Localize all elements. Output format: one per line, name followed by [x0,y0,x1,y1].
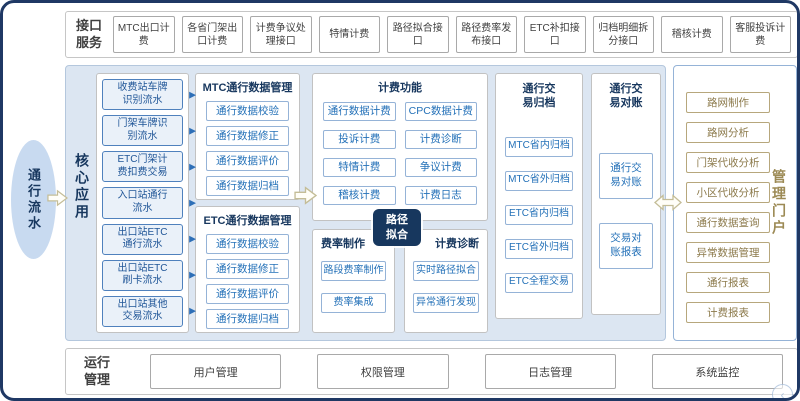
flow-source-item: 出口站其他交易流水 ▶ [102,295,196,327]
archive-item: MTC省内归档 [505,136,573,157]
portal-item: 通行报表 [686,272,770,293]
group-title: 费率制作 [321,238,365,250]
operations-panel: 运行管理 用户管理 权限管理 日志管理 系统监控 [65,348,797,395]
right-arrow-icon: ▶ [189,161,196,172]
etc-data-management-group: ETC通行数据管理 通行数据校验 通行数据修正 通行数据评价 通行数据归档 [195,206,300,333]
flow-source-item: 出口站ETC刷卡流水 ▶ [102,259,196,291]
flow-source-label: ETC门架计费扣费交易 [117,154,168,178]
portal-item: 小区代收分析 [686,182,770,203]
operations-label: 运行管理 [83,354,110,387]
etc-data-item: 通行数据修正 [206,259,289,280]
core-portal-sync-arrow-icon [654,194,682,211]
flow-source-label: 出口站ETC通行流水 [117,226,168,251]
group-title: 通行交易归档 [522,83,556,110]
portal-item: 异常数据管理 [686,242,770,263]
billing-diagnosis-group: 计费诊断 实时路径拟合 异常通行发现 [404,229,488,333]
back-chevron-watermark-icon: ‹ [772,384,793,398]
group-title: 计费功能 [378,82,422,94]
reconcile-item: 交易对账报表 [599,222,653,269]
etc-data-item: 通行数据归档 [206,309,289,330]
billing-item: 计费日志 [404,186,477,206]
flow-source-item: 门架车牌识别流水 ▶ [102,115,196,147]
interface-service-item: ETC补扣接口 [524,16,586,53]
interface-service-item: 各省门架出口计费 [181,16,243,53]
archive-item: ETC省内归档 [505,204,573,225]
flow-source-label: 出口站ETC刷卡流水 [117,262,168,287]
transaction-archive-group: 通行交易归档 MTC省内归档 MTC省外归档 ETC省内归档 ETC省外归档 E… [495,73,583,319]
billing-item: 争议计费 [404,158,477,178]
portal-item: 路网分析 [686,122,770,143]
interface-service-item: 特情计费 [318,16,380,53]
billing-item: 投诉计费 [323,130,396,150]
group-title: MTC通行数据管理 [202,82,293,94]
operations-item: 系统监控 [651,354,783,389]
flow-source-item: 收费站车牌识别流水 ▶ [102,79,196,111]
right-arrow-icon: ▶ [189,197,196,208]
interface-service-item: 路径费率发布接口 [455,16,517,53]
billing-item: 通行数据计费 [323,102,396,122]
billing-item: 稽核计费 [323,186,396,206]
operations-item: 权限管理 [317,354,449,389]
flow-source-item: 入口站通行流水 ▶ [102,187,196,219]
mtc-data-item: 通行数据校验 [206,101,289,122]
archive-item: ETC省外归档 [505,238,573,259]
right-arrow-icon: ▶ [189,269,196,280]
core-apps-label: 核心应用 [74,153,90,221]
group-title: 计费诊断 [435,238,479,250]
mtc-data-item: 通行数据归档 [206,176,289,197]
group-title: 通行交易对账 [609,83,643,110]
path-fitting-badge: 路径拟合 [373,209,421,246]
portal-item: 通行数据查询 [686,212,770,233]
flow-source-item: ETC门架计费扣费交易 ▶ [102,151,196,183]
traffic-flow-label: 通行流水 [26,167,41,232]
billing-functions-group: 计费功能 通行数据计费 CPC数据计费 投诉计费 计费诊断 特情计费 争议计费 … [312,73,488,221]
portal-item: 门架代收分析 [686,152,770,173]
interface-service-item: 路径拟合接口 [387,16,449,53]
billing-item: 计费诊断 [404,130,477,150]
interface-services-panel: 接口服务 MTC出口计费 各省门架出口计费 计费争议处理接口 特情计费 路径拟合… [65,11,797,58]
portal-item: 计费报表 [686,302,770,323]
reconcile-item: 通行交易对账 [599,152,653,199]
transaction-reconcile-group: 通行交易对账 通行交易对账 交易对账报表 [591,73,661,315]
interface-service-item: MTC出口计费 [113,16,175,53]
rate-item: 路段费率制作 [321,261,386,282]
flow-source-item: 出口站ETC通行流水 ▶ [102,223,196,255]
right-arrow-icon: ▶ [189,233,196,244]
operations-item: 日志管理 [484,354,616,389]
portal-item: 路网制作 [686,92,770,113]
flow-sources-group: 收费站车牌识别流水 ▶ 门架车牌识别流水 ▶ ETC门架计费扣费交易 ▶ 入口站通行流… [96,73,196,333]
management-portal-panel: 路网制作 路网分析 门架代收分析 小区代收分析 通行数据查询 异常数据管理 通行… [673,65,797,341]
operations-item: 用户管理 [150,354,282,389]
billing-item: CPC数据计费 [404,102,477,122]
flow-source-label: 出口站其他交易流水 [117,298,168,323]
interface-service-item: 稽核计费 [661,16,723,53]
group-title: ETC通行数据管理 [203,215,292,227]
right-arrow-icon: ▶ [189,88,196,99]
management-portal-label: 管理门户 [771,169,787,237]
mtc-data-item: 通行数据修正 [206,126,289,147]
diagnosis-item: 实时路径拟合 [413,261,479,282]
archive-item: MTC省外归档 [505,170,573,191]
interface-service-item: 客服投诉计费 [729,16,791,53]
rate-item: 费率集成 [321,293,386,314]
etc-data-item: 通行数据校验 [206,234,289,255]
flow-source-label: 门架车牌识别流水 [117,118,168,142]
flow-source-label: 收费站车牌识别流水 [117,82,168,106]
flow-into-core-arrow-icon [47,189,68,207]
interface-services-label: 接口服务 [75,17,102,50]
billing-item: 特情计费 [323,158,396,178]
right-arrow-icon: ▶ [189,125,196,136]
interface-service-item: 计费争议处理接口 [250,16,312,53]
mtc-data-item: 通行数据评价 [206,151,289,172]
right-arrow-icon: ▶ [189,305,196,316]
archive-item: ETC全程交易 [505,272,573,293]
etc-data-item: 通行数据评价 [206,284,289,305]
interface-service-item: 归档明细拆分接口 [592,16,654,53]
data-to-billing-arrow-icon [294,186,317,205]
rate-making-group: 费率制作 路段费率制作 费率集成 [312,229,395,333]
mtc-data-management-group: MTC通行数据管理 通行数据校验 通行数据修正 通行数据评价 通行数据归档 [195,73,300,200]
flow-source-label: 入口站通行流水 [117,190,168,214]
diagnosis-item: 异常通行发现 [413,293,479,314]
